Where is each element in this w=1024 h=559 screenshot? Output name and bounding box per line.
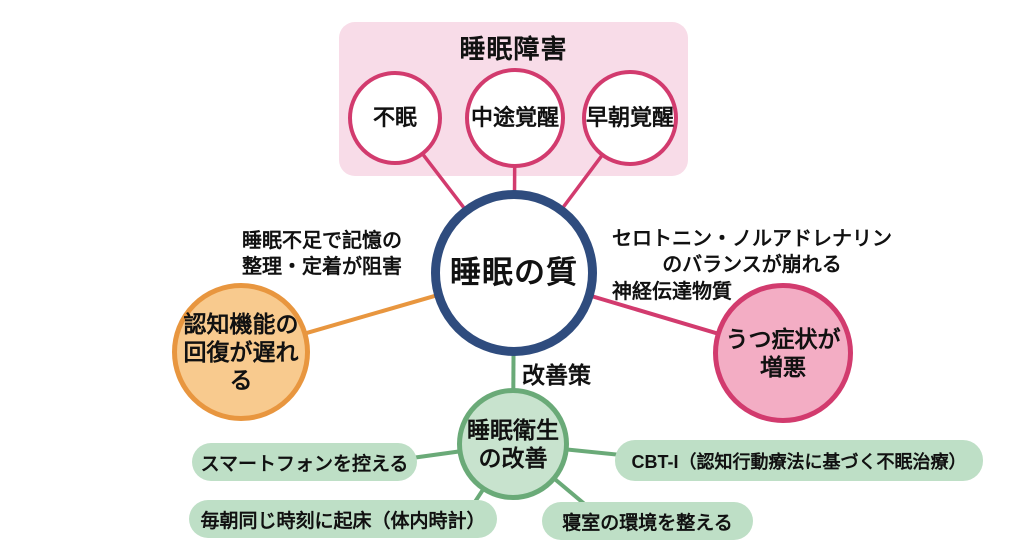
- right-annotation-line2: のバランスが崩れる: [662, 254, 842, 277]
- cognitive-label-line1: 認知機能の: [183, 310, 299, 337]
- disorder-circle-mid-awakening: 中途覚醒: [465, 68, 565, 168]
- disorder-label-insomnia: 不眠: [372, 104, 417, 130]
- center-circle-sleep-quality: 睡眠の質: [431, 190, 597, 356]
- disorder-label-mid-awakening: 中途覚醒: [470, 104, 559, 130]
- measure-smartphone: スマートフォンを控える: [192, 443, 417, 481]
- cognitive-label-line2: 回復が遅れる: [183, 338, 299, 394]
- neurotransmitter-annotation: 神経伝達物質: [612, 281, 732, 303]
- measure-cbti: CBT-I（認知行動療法に基づく不眠治療）: [615, 440, 983, 481]
- left-annotation-line1: 睡眠不足で記憶の: [242, 230, 402, 252]
- depression-label-line2: 増悪: [760, 354, 806, 380]
- hygiene-label-line2: の改善: [478, 445, 548, 471]
- left-annotation: 睡眠不足で記憶の 整理・定着が阻害: [232, 228, 412, 281]
- depression-label-line1: うつ症状が: [725, 325, 841, 352]
- right-annotation-line1: セロトニン・ノルアドレナリン: [612, 228, 892, 250]
- left-annotation-line2: 整理・定着が阻害: [242, 256, 402, 279]
- hygiene-label-line1: 睡眠衛生: [467, 416, 559, 443]
- depression-circle: うつ症状が 増悪: [713, 283, 853, 423]
- improvement-edge-label: 改善策: [522, 362, 591, 388]
- measure-bedroom-environment: 寝室の環境を整える: [542, 502, 753, 540]
- measure-wakeup-time: 毎朝同じ時刻に起床（体内時計）: [189, 500, 497, 538]
- center-label: 睡眠の質: [450, 255, 578, 291]
- disorder-circle-insomnia: 不眠: [348, 71, 442, 165]
- disorder-circle-early-awakening: 早朝覚醒: [582, 70, 678, 166]
- disorder-label-early-awakening: 早朝覚醒: [586, 104, 675, 130]
- right-annotation: セロトニン・ノルアドレナリン のバランスが崩れる: [602, 226, 902, 279]
- sleep-disorders-title: 睡眠障害: [459, 34, 568, 64]
- cognitive-function-circle: 認知機能の 回復が遅れる: [172, 283, 310, 421]
- sleep-hygiene-circle: 睡眠衛生 の改善: [457, 388, 569, 500]
